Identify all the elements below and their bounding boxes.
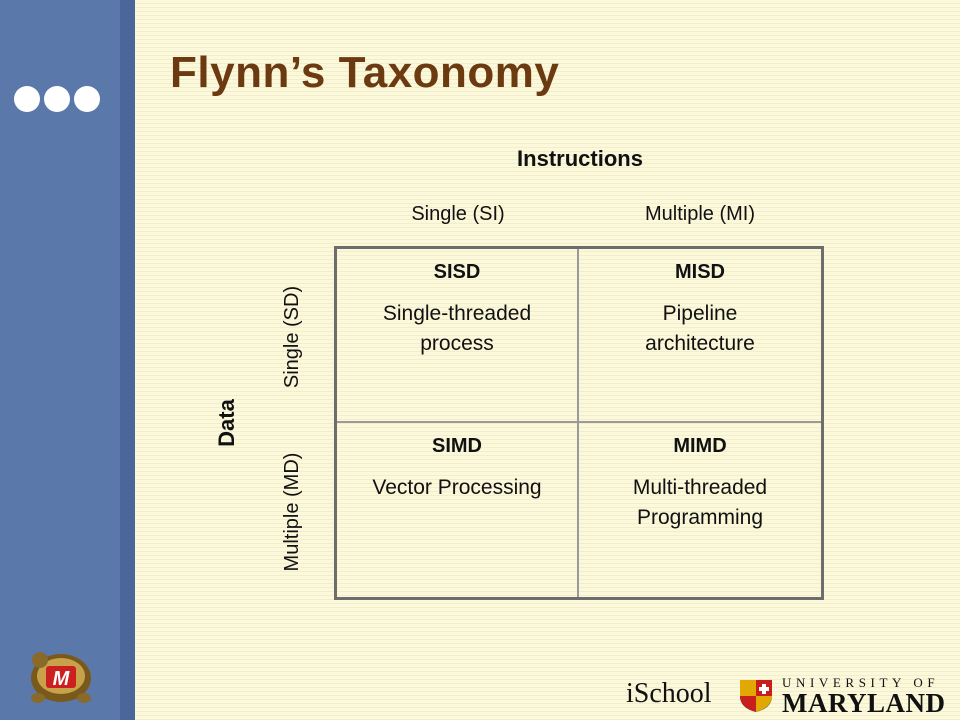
row-label-single: Single (SD) bbox=[281, 285, 303, 389]
maryland-crest-icon bbox=[740, 680, 772, 712]
slide-title: Flynn’s Taxonomy bbox=[170, 48, 560, 97]
dot-icon bbox=[44, 86, 70, 112]
cell-description: Vector Processing bbox=[372, 476, 542, 499]
sidebar-band bbox=[0, 0, 120, 720]
cell-heading: SIMD bbox=[432, 435, 482, 457]
cell-misd: MISD Pipeline architecture bbox=[579, 249, 821, 423]
svg-text:M: M bbox=[53, 668, 71, 690]
row-label-multiple: Multiple (MD) bbox=[281, 452, 303, 572]
cell-simd: SIMD Vector Processing bbox=[337, 423, 579, 597]
university-top-text: UNIVERSITY OF bbox=[782, 675, 940, 690]
cell-heading: MIMD bbox=[673, 435, 727, 457]
cell-heading: SISD bbox=[433, 261, 481, 283]
cell-description: Multi-threaded Programming bbox=[632, 476, 768, 530]
university-main-text: MARYLAND bbox=[782, 688, 946, 718]
dot-icon bbox=[74, 86, 100, 112]
dot-icon bbox=[14, 86, 40, 112]
cell-heading: MISD bbox=[675, 261, 725, 283]
cell-description: Single-threaded process bbox=[382, 302, 532, 356]
taxonomy-grid: SISD Single-threaded process MISD Pipeli… bbox=[334, 246, 824, 600]
cell-mimd: MIMD Multi-threaded Programming bbox=[579, 423, 821, 597]
instructions-axis-label: Instructions bbox=[517, 146, 643, 171]
column-label-multiple: Multiple (MI) bbox=[644, 203, 755, 225]
column-label-single: Single (SI) bbox=[411, 203, 505, 225]
sidebar-edge bbox=[120, 0, 135, 720]
cell-sisd: SISD Single-threaded process bbox=[337, 249, 579, 423]
university-wordmark: UNIVERSITY OF MARYLAND bbox=[782, 675, 952, 718]
data-axis-label: Data bbox=[214, 399, 239, 447]
cell-description: Pipeline architecture bbox=[645, 302, 755, 356]
ischool-wordmark: iSchool bbox=[626, 678, 712, 709]
terrapin-mascot-icon: M bbox=[31, 652, 91, 703]
